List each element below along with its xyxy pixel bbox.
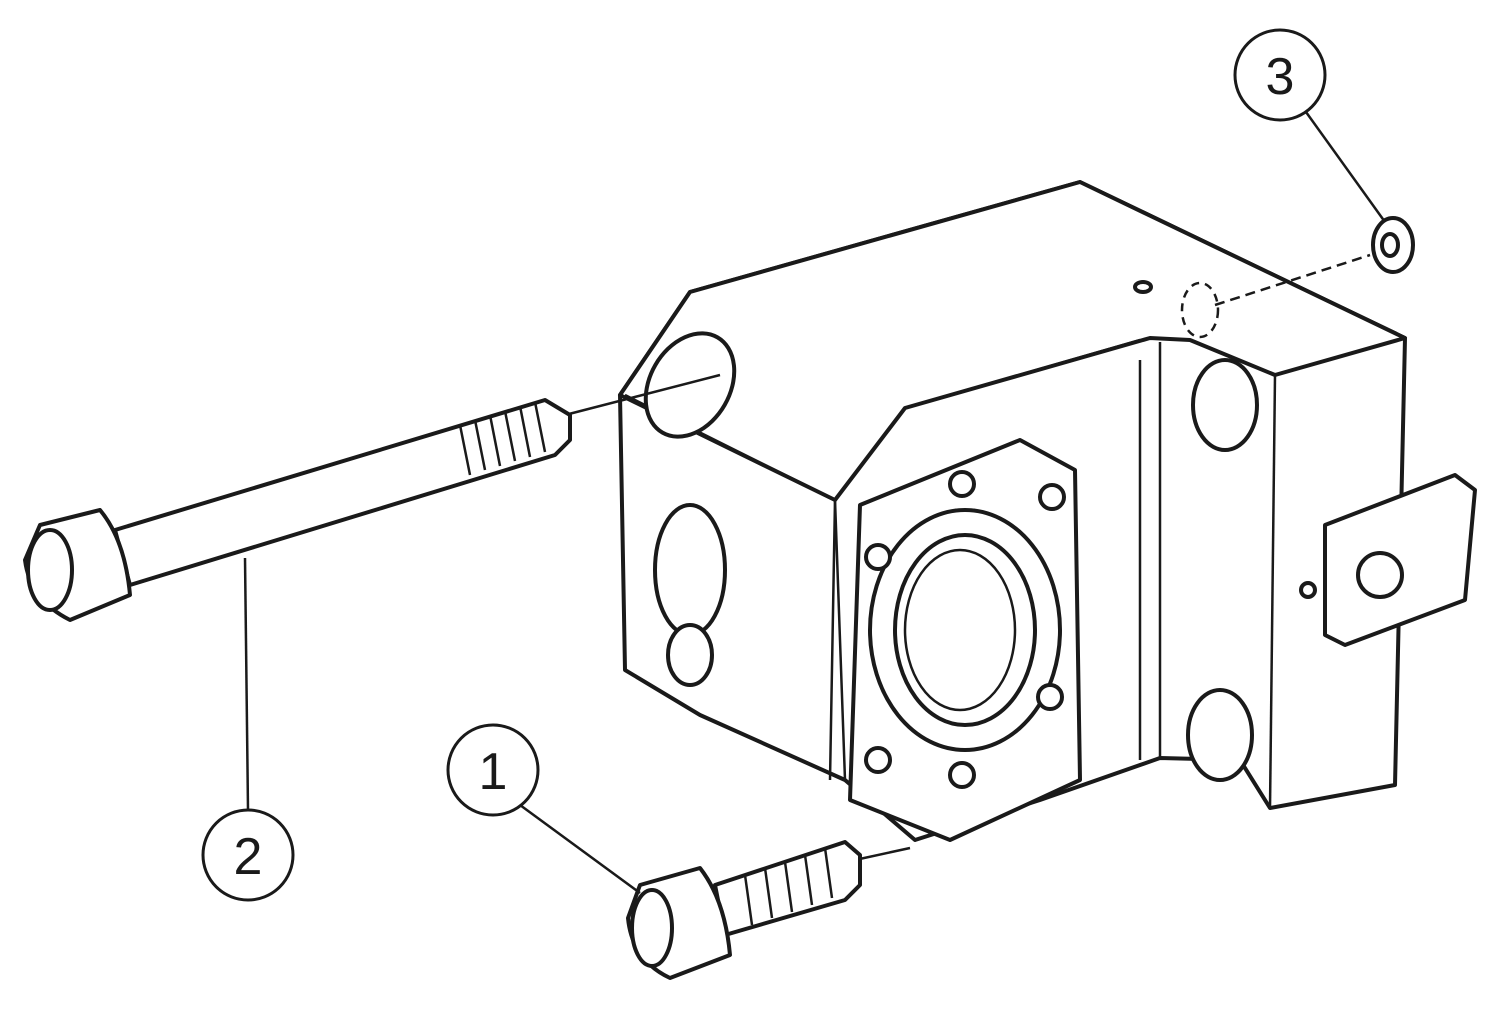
washer [1214, 216, 1415, 307]
leader-line-2 [243, 557, 250, 811]
callout-label: 2 [234, 828, 263, 886]
short-socket-head-screw [626, 840, 911, 980]
callout-label: 3 [1266, 48, 1295, 106]
flange-screws [864, 470, 1066, 789]
callout-label: 1 [479, 743, 508, 801]
callout-1: 1 [446, 723, 540, 817]
callout-2: 2 [201, 808, 295, 902]
callout-3: 3 [1233, 28, 1327, 122]
tool-holder-body [618, 180, 1477, 842]
leader-line-1 [519, 803, 641, 895]
long-socket-head-screw [23, 373, 721, 622]
leader-line-3 [1304, 111, 1387, 223]
